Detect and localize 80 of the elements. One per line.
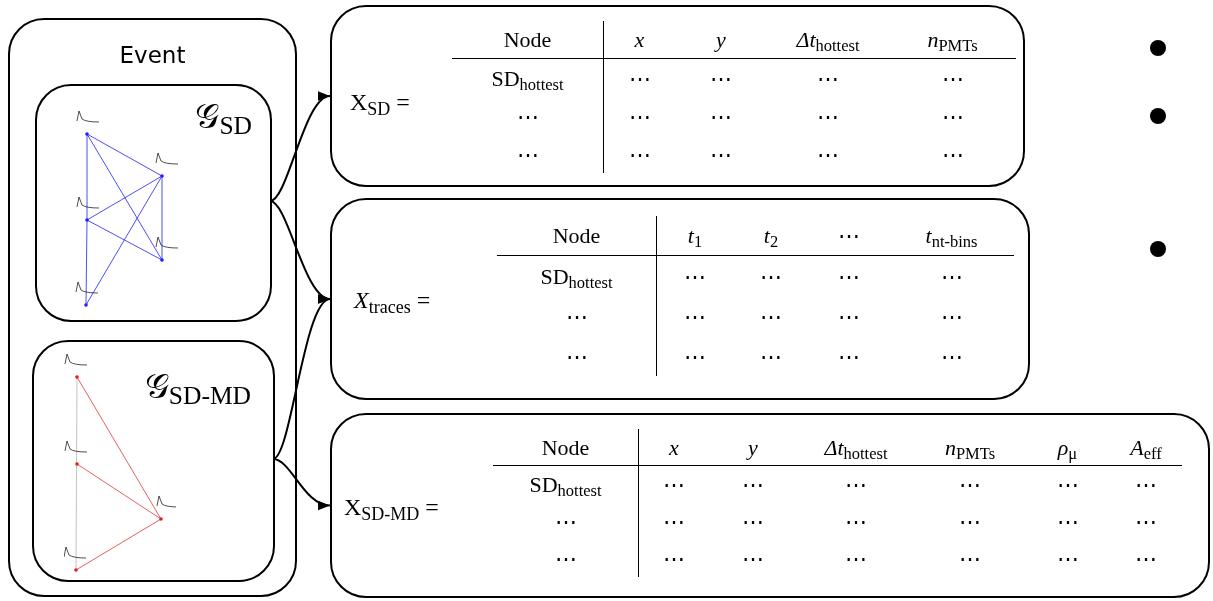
row-label: ⋯ <box>554 508 577 536</box>
row-label: SD$_{hottest}$ <box>540 262 613 293</box>
equation-label: X$_{traces}$ = <box>354 286 431 318</box>
cell-value: ⋯ <box>628 102 651 131</box>
arrow <box>272 458 331 509</box>
cell-value: ⋯ <box>941 64 964 93</box>
cell-value: ⋯ <box>941 102 964 131</box>
cell-value: ⋯ <box>940 262 963 291</box>
column-header: Δt$_{hottest}$ <box>796 26 860 56</box>
row-label: ⋯ <box>554 545 577 573</box>
cell-value: ⋯ <box>710 140 732 169</box>
column-header: y <box>716 26 726 54</box>
cell-value: ⋯ <box>817 102 839 131</box>
cell-value: ⋯ <box>742 545 764 573</box>
cell-value: ⋯ <box>1056 508 1079 536</box>
graph-label: 𝒢$_{SD-MD}$ <box>144 370 251 404</box>
cell-value: ⋯ <box>1135 471 1157 499</box>
cell-value: ⋯ <box>1056 545 1079 573</box>
cell-value: ⋯ <box>838 302 860 331</box>
row-label: ⋯ <box>565 342 588 371</box>
equation-label: X$_{SD-MD}$ = <box>344 493 439 525</box>
cell-value: ⋯ <box>684 302 706 331</box>
cell-value: ⋯ <box>959 508 981 536</box>
cell-value: ⋯ <box>959 545 981 573</box>
column-header: t$_{2}$ <box>763 222 779 252</box>
cell-value: ⋯ <box>845 545 867 573</box>
cell-value: ⋯ <box>663 508 685 536</box>
cell-value: ⋯ <box>838 342 860 371</box>
cell-value: ⋯ <box>628 64 651 93</box>
cell-value: ⋯ <box>628 140 651 169</box>
column-header: Node <box>503 26 552 54</box>
group-title: Event <box>118 41 187 70</box>
cell-value: ⋯ <box>817 64 839 93</box>
column-header: Node <box>541 433 590 462</box>
column-header: ρ$_{μ}$ <box>1057 433 1078 464</box>
cell-value: ⋯ <box>1056 471 1079 499</box>
cell-value: ⋯ <box>845 471 867 499</box>
column-header: x <box>669 433 679 462</box>
cell-value: ⋯ <box>940 342 963 371</box>
cell-value: ⋯ <box>941 140 964 169</box>
cell-value: ⋯ <box>663 545 685 573</box>
cell-value: ⋯ <box>845 508 867 536</box>
column-header: y <box>748 433 758 462</box>
column-header: x <box>634 26 645 54</box>
cell-value: ⋯ <box>710 102 732 131</box>
equation-label: X$_{SD}$ = <box>350 88 410 120</box>
table-box <box>330 413 1210 598</box>
row-label: SD$_{hottest}$ <box>529 471 602 501</box>
row-label: ⋯ <box>516 140 539 169</box>
column-header: Δt$_{hottest}$ <box>824 433 888 464</box>
cell-value: ⋯ <box>684 262 706 291</box>
graph-box <box>32 340 275 582</box>
cell-value: ⋯ <box>959 471 981 499</box>
row-label: ⋯ <box>565 302 588 331</box>
column-header: t$_{1}$ <box>687 222 703 252</box>
cell-value: ⋯ <box>817 140 839 169</box>
cell-value: ⋯ <box>742 471 764 499</box>
column-header: A$_{eff}$ <box>1130 433 1162 464</box>
column-header: n$_{PMTs}$ <box>944 433 996 464</box>
cell-value: ⋯ <box>760 342 782 371</box>
cell-value: ⋯ <box>760 262 782 291</box>
table-box <box>330 5 1025 187</box>
table-box <box>330 198 1030 400</box>
cell-value: ⋯ <box>1135 508 1157 536</box>
graph-box <box>35 84 272 322</box>
cell-value: ⋯ <box>838 262 860 291</box>
column-header: n$_{PMTs}$ <box>927 26 978 56</box>
cell-value: ⋯ <box>760 302 782 331</box>
cell-value: ⋯ <box>1135 545 1157 573</box>
graph-label: 𝒢$_{SD}$ <box>195 100 252 134</box>
cell-value: ⋯ <box>684 342 706 371</box>
cell-value: ⋯ <box>742 508 764 536</box>
column-header: Node <box>552 222 601 250</box>
cell-value: ⋯ <box>710 64 732 93</box>
group-box <box>8 18 297 597</box>
row-label: ⋯ <box>516 102 539 131</box>
column-header: ⋯ <box>838 222 860 250</box>
cell-value: ⋯ <box>663 471 685 499</box>
cell-value: ⋯ <box>940 302 963 331</box>
row-label: SD$_{hottest}$ <box>491 64 564 95</box>
